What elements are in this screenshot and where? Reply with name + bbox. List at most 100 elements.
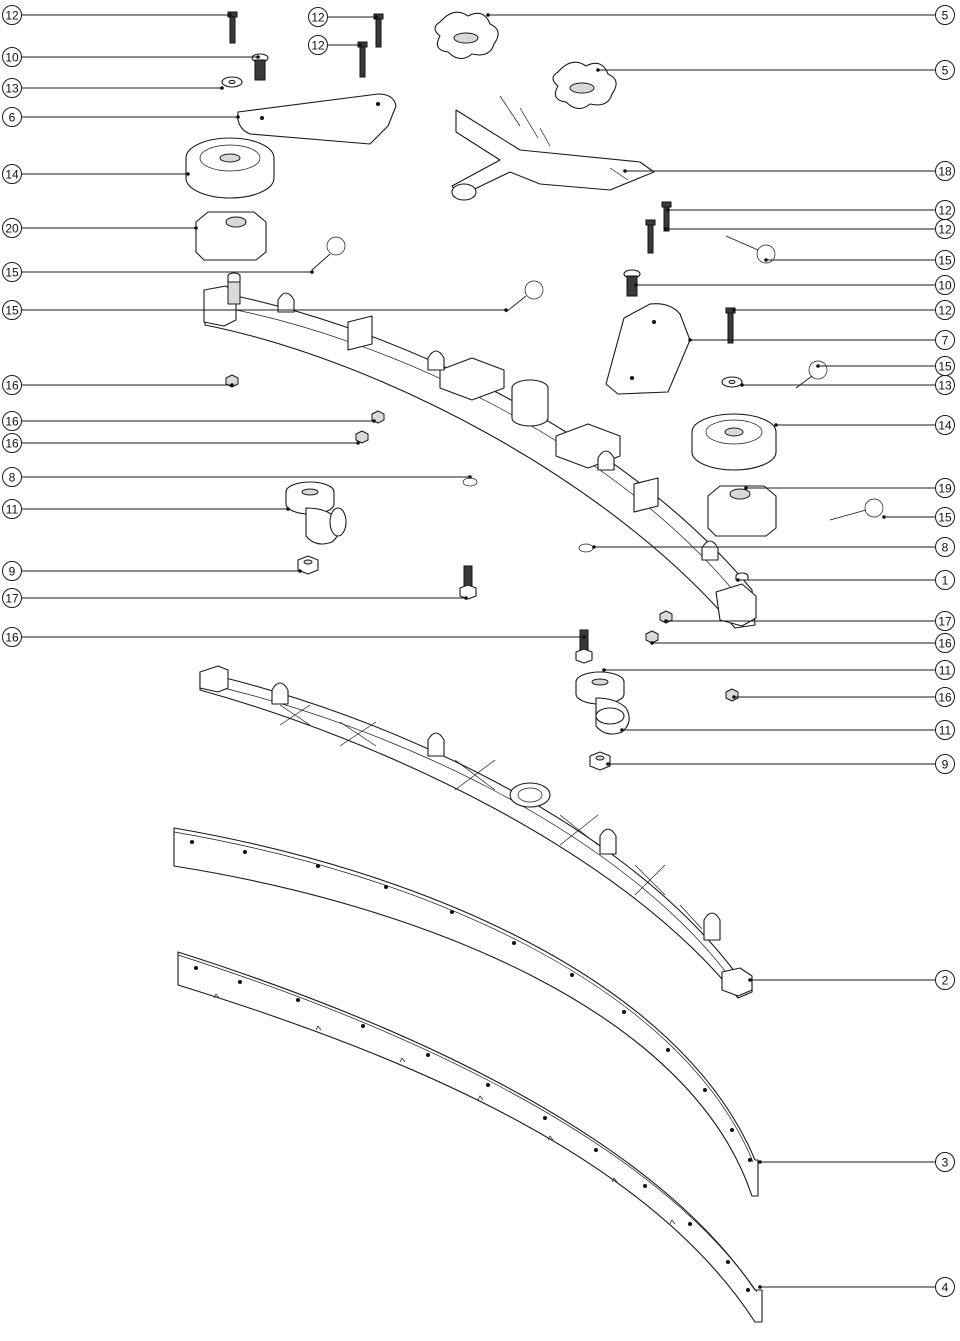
nut-16-d: [659, 610, 673, 624]
callout-number: 10: [5, 51, 19, 65]
leader-dot-13: [220, 86, 224, 90]
callout-15: 15: [935, 507, 955, 527]
callout-circle: [308, 7, 328, 27]
ring-pin-15-b: [505, 280, 544, 313]
callout-11: 11: [935, 660, 955, 680]
callout-circle: [2, 262, 22, 282]
mounting-frame-18: [451, 95, 655, 201]
callout-circle: [2, 588, 22, 608]
leader-dot-12: [664, 227, 668, 231]
callout-16: 16: [935, 633, 955, 653]
leader-dot-16: [650, 641, 654, 645]
leader-dot-2: [748, 978, 752, 982]
callout-5: 5: [935, 60, 955, 80]
callout-9: 9: [2, 561, 22, 581]
leader-dot-19: [744, 486, 748, 490]
hex-nut-9-b: [589, 751, 611, 771]
leader-dot-15: [816, 364, 820, 368]
callout-circle: [2, 107, 22, 127]
leader-dot-3: [758, 1160, 762, 1164]
callout-number: 16: [5, 437, 19, 451]
callout-17: 17: [935, 611, 955, 631]
star-knob-b: [552, 61, 617, 110]
callout-5: 5: [935, 5, 955, 25]
leader-dot-12: [666, 208, 670, 212]
callout-circle: [2, 499, 22, 519]
callout-circle: [2, 5, 22, 25]
callout-number: 10: [938, 279, 952, 293]
callout-number: 16: [938, 691, 952, 705]
callout-circle: [2, 467, 22, 487]
leader-dot-9: [606, 762, 610, 766]
callout-number: 16: [5, 379, 19, 393]
squeegee-body: [203, 272, 757, 629]
callout-circle: [935, 375, 955, 395]
callout-9: 9: [935, 754, 955, 774]
leader-dot-12: [358, 43, 362, 47]
callout-number: 12: [5, 9, 19, 23]
callout-number: 9: [9, 565, 16, 579]
callout-number: 14: [5, 168, 19, 182]
leader-dot-16: [582, 635, 586, 639]
screw-12-a: [227, 11, 238, 44]
callout-7: 7: [935, 330, 955, 350]
callout-circle: [935, 300, 955, 320]
callout-15: 15: [2, 300, 22, 320]
callout-20: 20: [2, 218, 22, 238]
clamp-block-19: [707, 485, 777, 537]
callout-circle: [935, 754, 955, 774]
callout-number: 9: [942, 758, 949, 772]
ring-pin-15-c: [725, 235, 776, 264]
callout-16: 16: [2, 433, 22, 453]
callout-16: 16: [935, 687, 955, 707]
ring-pin-15-e: [829, 498, 884, 521]
callout-circle: [2, 433, 22, 453]
callout-circle: [2, 561, 22, 581]
callout-number: 15: [5, 304, 19, 318]
leader-dot-14: [186, 172, 190, 176]
leader-dot-7: [688, 338, 692, 342]
callout-circle: [2, 627, 22, 647]
callout-circle: [935, 720, 955, 740]
spring-washer-8-b: [578, 543, 594, 553]
bolt-10-a: [251, 53, 269, 81]
callout-circle: [935, 570, 955, 590]
callout-number: 12: [311, 39, 325, 53]
screw-12-f: [725, 307, 736, 344]
callout-number: 16: [938, 637, 952, 651]
callout-15: 15: [935, 356, 955, 376]
leader-lines: [21, 13, 936, 1289]
callout-8: 8: [2, 467, 22, 487]
callout-16: 16: [2, 627, 22, 647]
callout-circle: [2, 375, 22, 395]
leader-dot-13: [740, 383, 744, 387]
leader-dot-6: [236, 115, 240, 119]
leader-dot-15: [310, 270, 314, 274]
callout-number: 12: [938, 304, 952, 318]
callout-circle: [935, 415, 955, 435]
leader-dot-16: [230, 383, 234, 387]
callout-circle: [2, 78, 22, 98]
squeegee-frame: [199, 665, 753, 999]
wheel-14-b: [691, 413, 777, 471]
callout-number: 14: [938, 419, 952, 433]
leader-dot-9: [298, 569, 302, 573]
leader-dot-14: [774, 423, 778, 427]
callout-12: 12: [308, 7, 328, 27]
hex-nut-9-a: [297, 555, 319, 575]
callout-circle: [2, 218, 22, 238]
callout-15: 15: [2, 262, 22, 282]
leader-dot-16: [356, 441, 360, 445]
nut-16-f: [725, 688, 739, 702]
nut-16-e: [645, 630, 659, 644]
callout-number: 16: [5, 631, 19, 645]
callout-circle: [935, 219, 955, 239]
callout-number: 15: [938, 254, 952, 268]
leader-dot-15: [504, 308, 508, 312]
callout-number: 17: [938, 615, 952, 629]
callout-8: 8: [935, 537, 955, 557]
leader-dot-12: [374, 15, 378, 19]
callout-12: 12: [935, 200, 955, 220]
leader-dot-16: [732, 695, 736, 699]
callout-number: 6: [9, 111, 16, 125]
